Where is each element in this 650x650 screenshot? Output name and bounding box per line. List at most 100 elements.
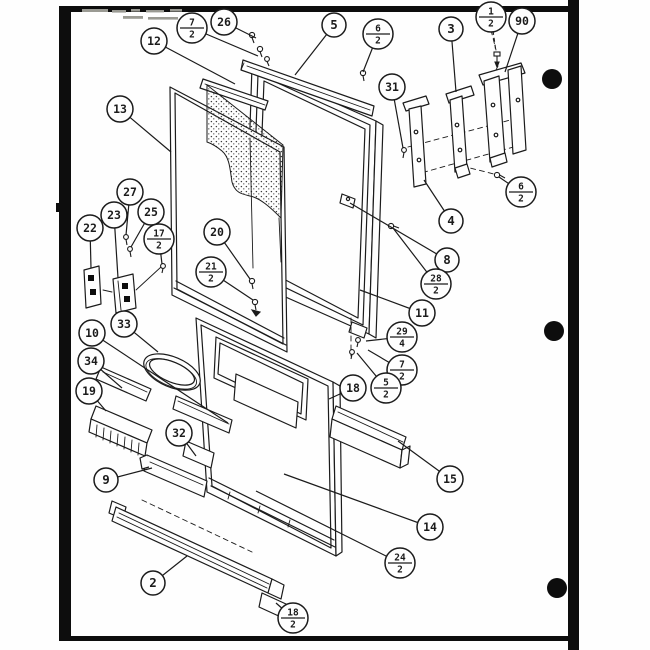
callout-23: 23: [100, 201, 128, 279]
callout-label: 2: [383, 390, 389, 401]
callout-label: 21: [205, 262, 217, 273]
screws: [123, 31, 506, 360]
callout-33: 33: [110, 310, 159, 353]
callout-label: 4: [447, 213, 455, 228]
callout-label: 33: [117, 317, 131, 331]
callout-label: 1: [488, 7, 494, 18]
callout-label: 2: [518, 194, 524, 205]
callout-label: 2: [375, 36, 381, 47]
callout-label: 7: [399, 360, 405, 371]
callout-label: 20: [210, 225, 224, 239]
punch-hole: [542, 69, 562, 89]
callout-26: 26: [210, 8, 257, 39]
callout-label: 2: [189, 30, 195, 41]
callout-32: 32: [165, 419, 197, 457]
print-smudge: [82, 9, 191, 20]
callout-label: 17: [153, 229, 164, 240]
callout-11: 11: [359, 289, 436, 327]
callout-6-2-top: 62: [362, 18, 394, 73]
callout-label: 2: [397, 565, 403, 576]
callout-label: 2: [156, 241, 162, 252]
callout-label: 10: [85, 326, 99, 340]
callout-34: 34: [77, 347, 123, 389]
callout-label: 7: [189, 18, 195, 29]
callout-13: 13: [106, 95, 172, 153]
callout-label: 25: [144, 205, 158, 219]
callout-12: 12: [140, 27, 236, 85]
callout-label: 6: [518, 182, 524, 193]
callout-label: 31: [385, 80, 399, 94]
callout-label: 2: [208, 274, 214, 285]
callout-label: 2: [399, 372, 405, 383]
retainer-strip: [199, 78, 269, 111]
callout-label: 11: [415, 306, 429, 320]
ribbed-tray: [88, 405, 153, 457]
inner-door-panel: [169, 83, 288, 353]
callout-label: 5: [383, 378, 389, 389]
callout-label: 28: [430, 274, 442, 285]
callout-label: 18: [346, 381, 360, 395]
callout-27: 27: [116, 178, 144, 236]
punch-hole: [547, 578, 567, 598]
handle-parts: [139, 440, 215, 498]
callout-label: 22: [83, 221, 97, 235]
callout-28-2: 282: [392, 227, 452, 300]
callout-label: 26: [217, 15, 231, 29]
callout-3: 3: [438, 16, 464, 93]
callout-24-2: 242: [255, 490, 416, 579]
callout-label: 2: [290, 620, 296, 631]
callout-label: 14: [423, 520, 437, 534]
kickplate: [108, 499, 287, 619]
callout-label: 15: [443, 472, 457, 486]
callout-18-2: 182: [275, 602, 309, 634]
callout-9: 9: [93, 467, 153, 493]
callout-15: 15: [397, 440, 464, 493]
flat-tray: [95, 366, 152, 402]
oval-trim: [143, 353, 201, 391]
callout-17-2: 172: [143, 223, 175, 265]
callout-1-2: 12: [475, 1, 507, 53]
callout-label: 24: [394, 553, 406, 564]
callout-90: 90: [504, 7, 536, 73]
top-trim-strip: [240, 59, 375, 117]
callout-29-4: 294: [365, 321, 418, 353]
callout-label: 4: [399, 339, 405, 350]
callout-label: 6: [375, 24, 381, 35]
callout-20: 20: [203, 218, 251, 280]
callout-label: 2: [149, 575, 157, 590]
callout-label: 18: [287, 608, 299, 619]
callout-8: 8: [349, 202, 460, 273]
callout-22: 22: [76, 214, 104, 269]
callout-label: 29: [396, 327, 408, 338]
callout-21-2: 212: [195, 256, 254, 301]
callout-label: 12: [147, 34, 161, 48]
callout-label: 19: [82, 384, 96, 398]
callout-label: 8: [443, 252, 451, 267]
callout-19: 19: [75, 377, 107, 412]
callout-label: 2: [488, 19, 494, 30]
callout-14: 14: [283, 473, 444, 541]
callout-label: 34: [84, 354, 98, 368]
callout-label: 9: [102, 472, 110, 487]
callout-5: 5: [294, 12, 347, 76]
callout-label: 32: [172, 426, 186, 440]
liner-stipple: [206, 83, 284, 220]
lower-door-assembly: [195, 317, 352, 557]
page-frame: [56, 0, 579, 650]
callout-label: 90: [515, 14, 529, 28]
punch-hole: [544, 321, 564, 341]
hinge-brackets: [402, 29, 527, 188]
punch-holes: [542, 69, 567, 598]
callout-label: 23: [107, 208, 121, 222]
callout-2: 2: [140, 555, 188, 596]
callout-label: 13: [113, 102, 127, 116]
callout-18: 18: [328, 374, 367, 402]
hinge-hardware-cluster: [83, 265, 162, 314]
callout-25: 25: [130, 198, 165, 248]
art: [83, 29, 527, 619]
shelf-bar: [172, 395, 233, 434]
callout-5-2: 52: [356, 352, 402, 404]
